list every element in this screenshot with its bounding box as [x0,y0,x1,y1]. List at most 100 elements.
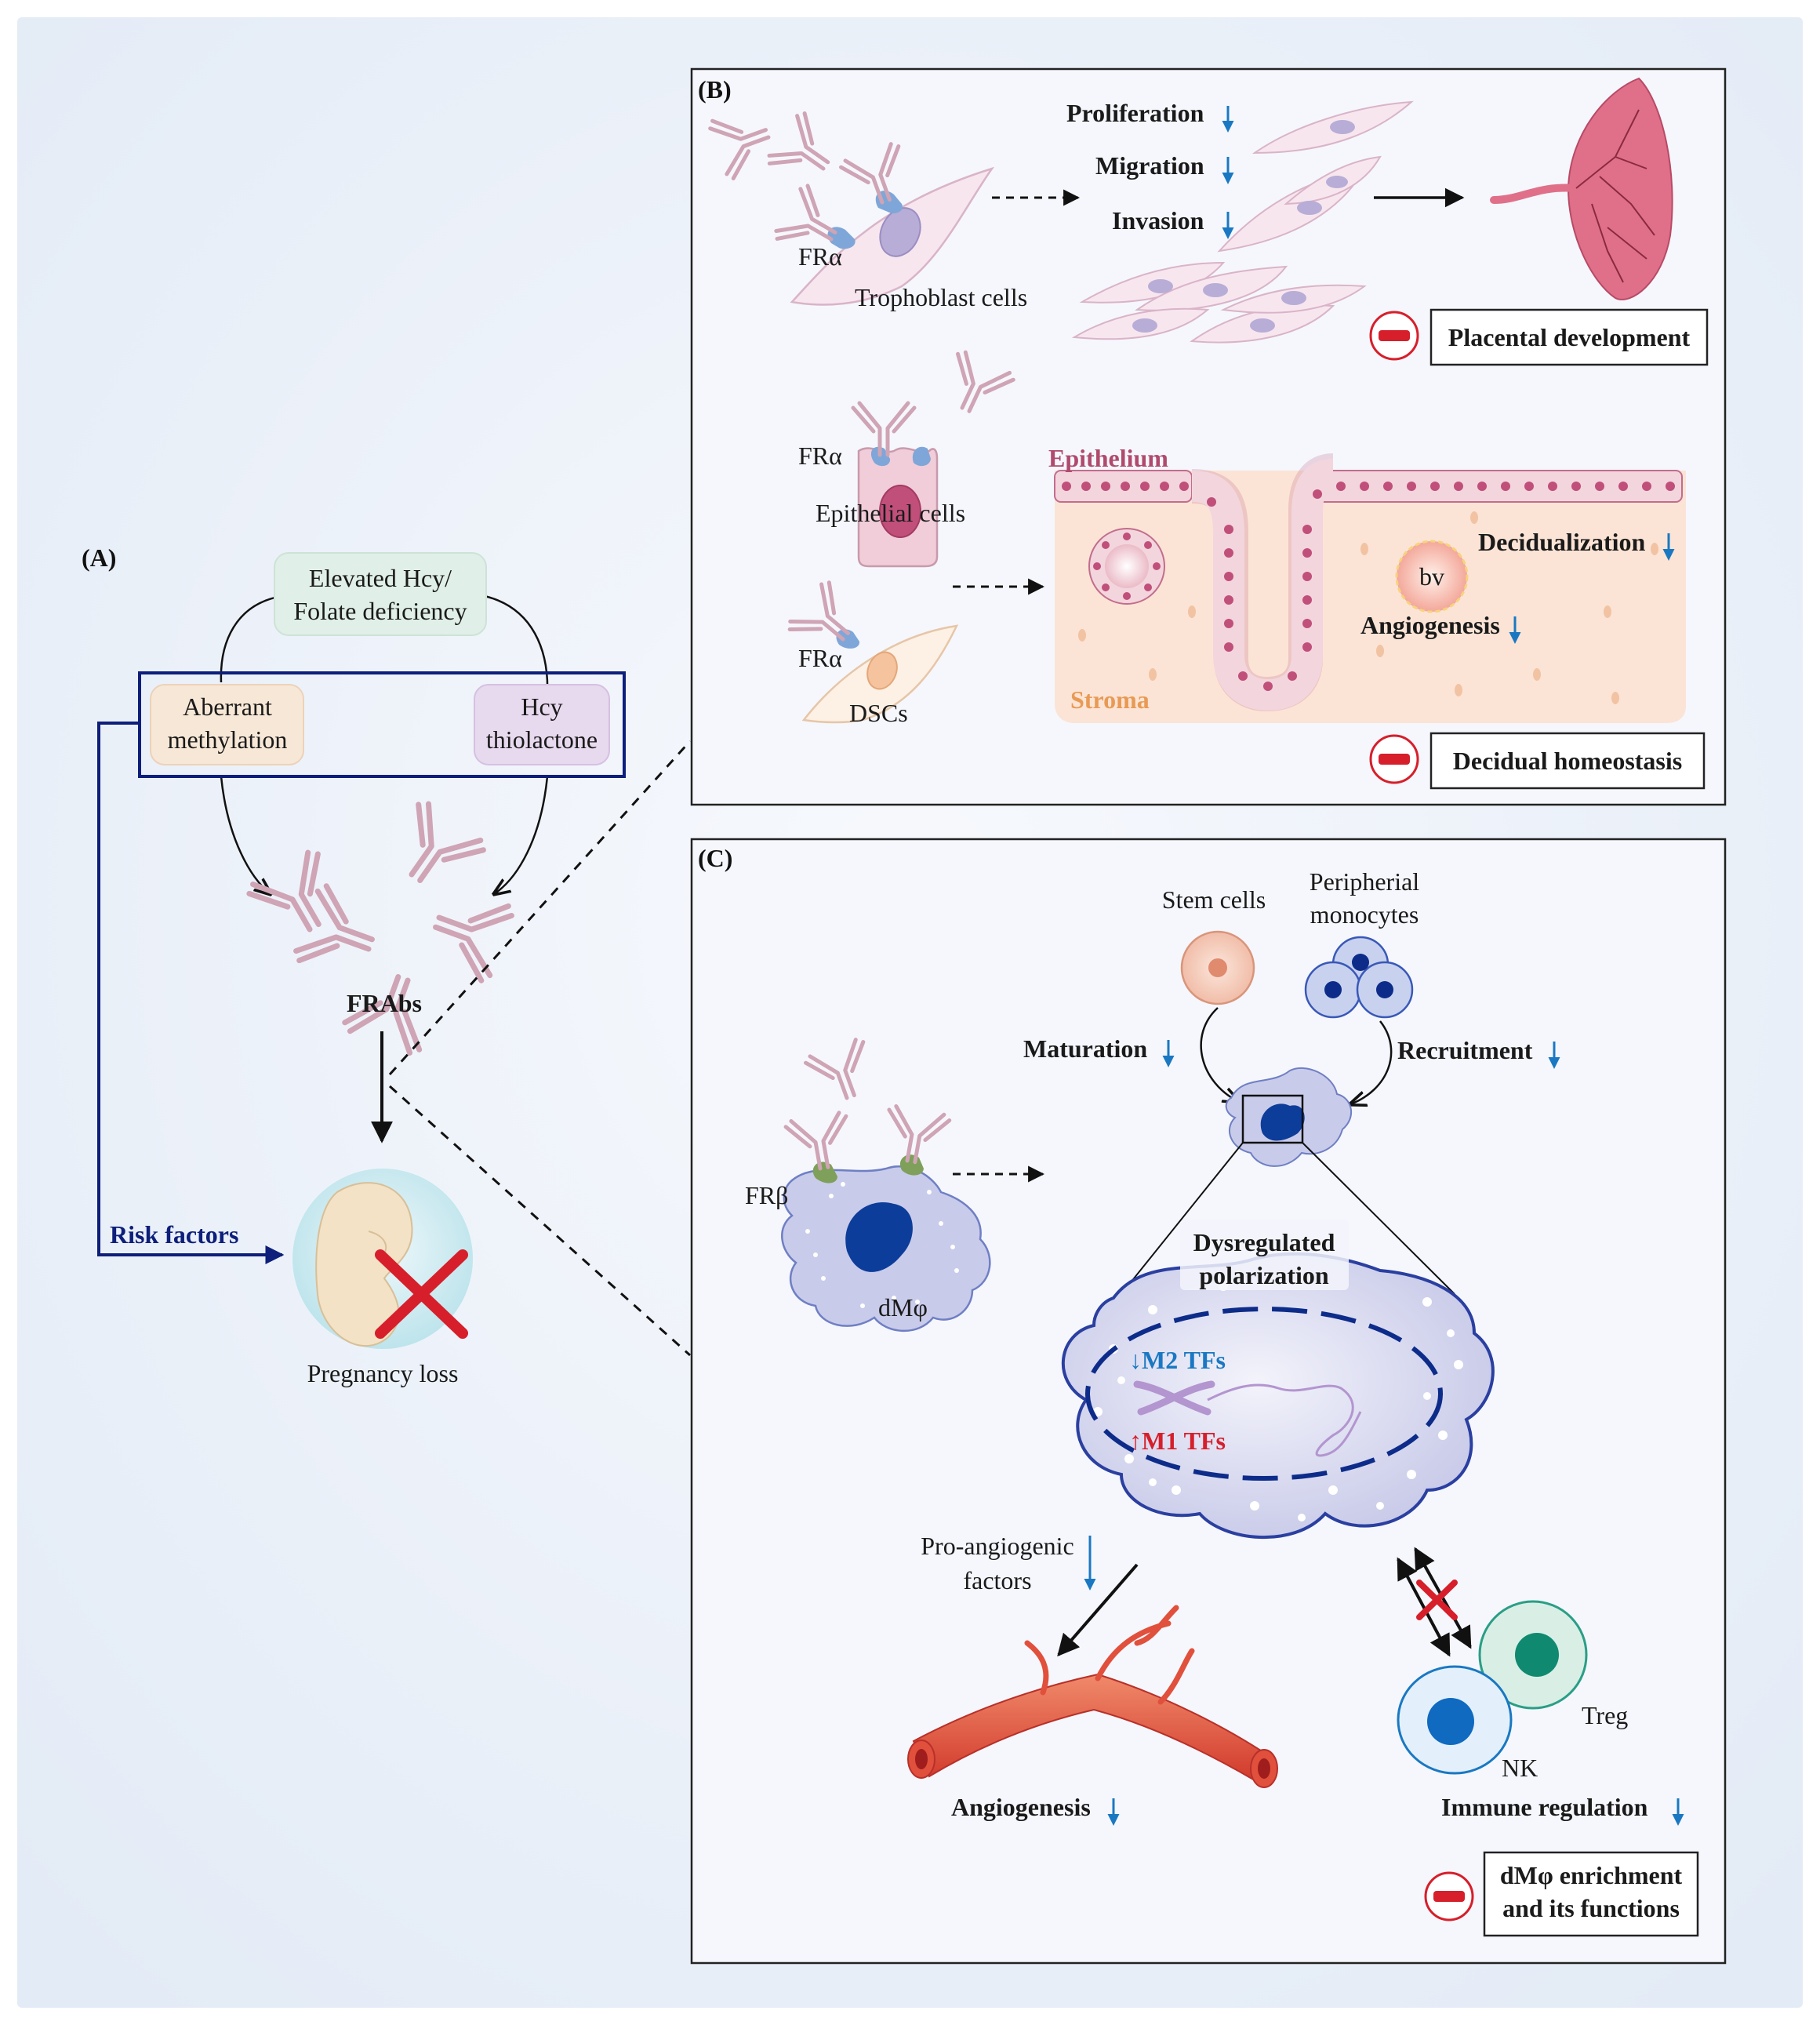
trophoblast-cell [708,105,995,306]
stem-cell-icon [1180,930,1255,1005]
hcy-thiolactone-box [474,684,610,765]
maturation-arrow [1200,1007,1239,1102]
treg-label: Treg [1582,1701,1628,1729]
immune-regulation-label: Immune regulation [1441,1793,1648,1821]
flow-arc-top-right [484,594,549,695]
dsc-cell [786,580,959,724]
risk-factors-connector [97,722,285,1264]
panel-c-frame [690,838,1727,1965]
stem-cells-label: Stem cells [1162,885,1266,914]
nk-label: NK [1502,1754,1538,1782]
placenta-icon [1490,77,1673,300]
invading-cell-nuclei [1132,120,1355,333]
panel-b: (B) FRα Trophoblast cells Proliferation … [690,67,1727,806]
monocytes-label: Peripherial monocytes [1310,867,1420,929]
polarization-label: Dysregulated polarization [1193,1228,1335,1289]
text-line: methylation [168,725,288,754]
invasion-label: Invasion [1112,206,1204,234]
migration-label: Migration [1095,151,1204,180]
fr-alpha-label-2: FRα [798,442,842,470]
zoom-line-right [1302,1142,1455,1295]
placental-development-label: Placental development [1448,323,1691,351]
monocytes-icon [1304,936,1414,1019]
dmphi-label: dMφ [878,1293,928,1322]
dna-strand-icon [1207,1383,1362,1457]
block-cross-icon [1416,1580,1458,1620]
fr-alpha-label-1: FRα [798,242,842,271]
blood-vessel-icon [1395,540,1469,613]
placental-development-box [1429,308,1709,366]
flow-arc-top-left [220,594,283,683]
aberrant-methylation-box [150,684,304,765]
text-line: Elevated Hcy/ [309,564,452,592]
fr-alpha-receptor-icon-5 [836,629,860,649]
panel-c-label: (C) [698,844,732,872]
blood-vessel-illustration [907,1605,1278,1788]
panel-a: (A) Elevated Hcy/Folate deficiency Aberr… [82,544,692,1387]
epithelium-label: Epithelium [1048,444,1168,472]
bv-label: bv [1419,562,1444,591]
flow-arc-bottom-right [494,776,549,894]
zoom-line-to-b [388,740,692,1076]
text-line: Dysregulated [1193,1228,1335,1256]
maturation-label: Maturation [1023,1034,1147,1063]
text-line: thiolactone [486,725,598,754]
inhibit-icon-3 [1424,1871,1474,1921]
pregnancy-loss-icon [292,1169,473,1349]
pregnancy-loss-label: Pregnancy loss [307,1359,459,1387]
epithelial-label: Epithelial cells [816,499,965,527]
recruitment-label: Recruitment [1397,1036,1533,1064]
text-line: factors [963,1566,1031,1594]
proliferation-label: Proliferation [1066,99,1204,127]
dmphi-outcome-box [1483,1851,1699,1937]
inhibit-icon-2 [1369,734,1419,784]
text-line: monocytes [1310,900,1419,929]
elevated-hcy-box [274,552,487,636]
decidual-homeostasis-box [1429,732,1706,790]
enlarged-macrophage [1061,1220,1495,1540]
text-line: Pro-angiogenic [921,1532,1074,1560]
text-line: Aberrant [183,693,272,721]
zoom-line-to-c [388,1085,692,1357]
panel-a-label: (A) [82,544,116,572]
angiogenesis-label-b: Angiogenesis [1360,611,1500,639]
trophoblast-label: Trophoblast cells [855,283,1027,311]
blocked-interaction-arrow-2 [1397,1557,1451,1657]
dmphi-outcome-label: dMφ enrichment and its functions [1500,1861,1683,1922]
text-line: Folate deficiency [293,597,467,625]
stroma-label: Stroma [1070,685,1150,714]
risk-factors-label: Risk factors [110,1220,238,1249]
panel-b-label: (B) [698,75,732,104]
dsc-label: DSCs [849,699,908,727]
fr-alpha-receptor-icon [875,191,903,213]
text-line: dMφ enrichment [1500,1861,1683,1889]
nk-cell-icon [1397,1665,1513,1775]
zoom-line-left [1121,1142,1244,1295]
decidualization-label: Decidualization [1478,528,1646,556]
pro-angiogenic-label: Pro-angiogenic factors [921,1532,1074,1594]
m1-tfs-label: ↑M1 TFs [1129,1427,1226,1455]
dmphi-cell [781,1038,991,1332]
epithelial-cell [853,350,1015,568]
fr-alpha-label-3: FRα [798,644,842,672]
decidual-homeostasis-label: Decidual homeostasis [1453,747,1682,775]
text-line: Hcy [521,693,562,721]
frabs-label: FRAbs [347,989,422,1017]
epithelial-nuclei [1062,482,1675,691]
panel-c: (C) Stem cells Peripherial monocytes Matu… [690,838,1727,1965]
fr-alpha-receptor-icon-4 [912,446,931,467]
text-line: Peripherial [1310,867,1420,896]
fr-beta-label: FRβ [745,1181,788,1209]
treg-cell-icon [1478,1600,1588,1710]
text-line: polarization [1199,1261,1329,1289]
small-macrophage-icon [1225,1067,1353,1167]
hcy-thiolactone-text: Hcy thiolactone [486,693,598,754]
m2-tfs-label: ↓M2 TFs [1129,1346,1226,1374]
angiogenesis-label-c: Angiogenesis [951,1793,1091,1821]
text-line: and its functions [1502,1894,1680,1922]
elevated-hcy-text: Elevated Hcy/Folate deficiency [293,564,467,625]
chromosome-icon [1133,1380,1215,1416]
inhibit-icon-1 [1369,311,1419,361]
recruitment-arrow [1350,1020,1393,1104]
